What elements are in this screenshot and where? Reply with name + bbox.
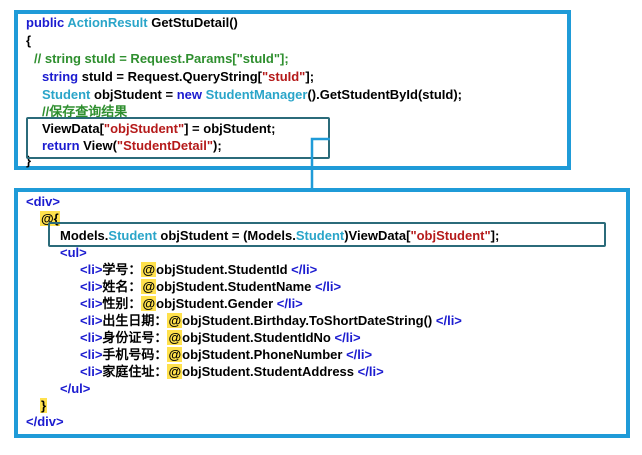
code-line-models-cast: Models.Student objStudent = (Models.Stud… bbox=[60, 228, 500, 243]
list-item-expression: objStudent.Gender bbox=[156, 296, 274, 311]
code-line-list-item: <li>性别：@objStudent.Gender </li> bbox=[80, 296, 303, 311]
viewdata-highlight-box bbox=[26, 117, 330, 159]
code-line-div-close: </div> bbox=[26, 414, 64, 429]
code-line-open-brace: { bbox=[26, 33, 32, 48]
razor-at-sign: @ bbox=[167, 330, 183, 345]
list-item-label: 身份证号： bbox=[102, 330, 168, 345]
code-line-querystring: string stuId = Request.QueryString["stuI… bbox=[42, 69, 315, 84]
controller-code-panel bbox=[14, 10, 571, 170]
list-item-label: 手机号码： bbox=[102, 347, 168, 362]
code-line-get-student: Student objStudent = new StudentManager(… bbox=[42, 87, 463, 102]
list-item-label: 家庭住址： bbox=[102, 364, 168, 379]
code-line-list-item: <li>姓名：@objStudent.StudentName </li> bbox=[80, 279, 342, 294]
list-item-expression: objStudent.StudentAddress bbox=[182, 364, 355, 379]
razor-at-sign: @ bbox=[167, 364, 183, 379]
code-line-comment-save: //保存查询结果 bbox=[42, 104, 128, 119]
model-cast-highlight-box bbox=[48, 222, 606, 247]
code-line-list-item: <li>家庭住址：@objStudent.StudentAddress </li… bbox=[80, 364, 384, 379]
razor-at-sign: @ bbox=[141, 262, 157, 277]
list-item-expression: objStudent.Birthday.ToShortDateString() bbox=[182, 313, 433, 328]
list-item-label: 姓名： bbox=[102, 279, 142, 294]
razor-at-sign: @ bbox=[141, 279, 157, 294]
razor-at-sign: @ bbox=[167, 347, 183, 362]
code-line-return-view: return View("StudentDetail"); bbox=[42, 138, 222, 153]
razor-at-sign: @ bbox=[167, 313, 183, 328]
code-line-ul-close: </ul> bbox=[60, 381, 91, 396]
list-item-label: 出生日期： bbox=[102, 313, 168, 328]
list-item-expression: objStudent.StudentIdNo bbox=[182, 330, 331, 345]
code-line-viewdata-assign: ViewData["objStudent"] = objStudent; bbox=[42, 121, 276, 136]
list-item-expression: objStudent.StudentId bbox=[156, 262, 288, 277]
code-line-close-brace: } bbox=[26, 153, 32, 168]
code-line-razor-block-close: } bbox=[40, 398, 48, 413]
razor-at-sign: @ bbox=[141, 296, 157, 311]
code-line-list-item: <li>身份证号：@objStudent.StudentIdNo </li> bbox=[80, 330, 361, 345]
code-line-div-open: <div> bbox=[26, 194, 60, 209]
code-line-list-item: <li>学号：@objStudent.StudentId </li> bbox=[80, 262, 318, 277]
list-item-label: 学号： bbox=[102, 262, 142, 277]
list-item-expression: objStudent.PhoneNumber bbox=[182, 347, 343, 362]
code-line-ul-open: <ul> bbox=[60, 245, 87, 260]
code-line-list-item: <li>出生日期：@objStudent.Birthday.ToShortDat… bbox=[80, 313, 462, 328]
list-item-label: 性别： bbox=[102, 296, 142, 311]
list-item-expression: objStudent.StudentName bbox=[156, 279, 312, 294]
code-line-comment-params: // string stuId = Request.Params["stuId"… bbox=[34, 51, 289, 66]
view-code-panel bbox=[14, 188, 630, 438]
code-line-method-signature: public ActionResult GetStuDetail() bbox=[26, 15, 238, 30]
code-line-list-item: <li>手机号码：@objStudent.PhoneNumber </li> bbox=[80, 347, 373, 362]
